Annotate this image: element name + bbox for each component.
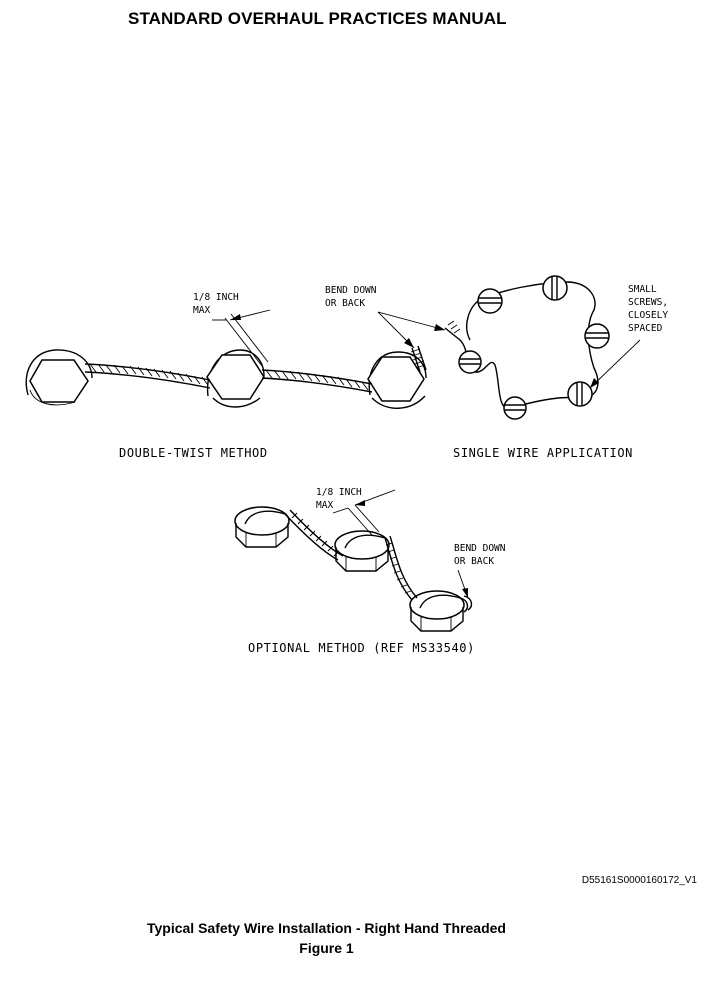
small-screws-leader (589, 339, 641, 389)
sw-note-3: CLOSELY (628, 310, 668, 321)
opt-bend-label-1: BEND DOWN (454, 543, 506, 554)
page-title: STANDARD OVERHAUL PRACTICES MANUAL (128, 9, 507, 28)
screw-head-3 (584, 323, 610, 349)
twisted-wire-1 (84, 363, 211, 389)
figure-number: Figure 1 (299, 940, 354, 956)
optional-bend-leader (457, 569, 469, 599)
optional-twisted-wire (284, 509, 473, 613)
screw-head-2 (542, 275, 568, 301)
dt-dimension-label-1: 1/8 INCH (193, 292, 239, 303)
bolt-head-3 (367, 351, 427, 409)
sw-note-2: SCREWS, (628, 297, 668, 308)
screw-head-4 (567, 381, 593, 407)
pigtail-end (410, 345, 427, 373)
screw-head-5 (503, 396, 527, 420)
opt-bend-label-2: OR BACK (454, 556, 494, 567)
dt-bend-label-1: BEND DOWN (325, 285, 377, 296)
optional-method-label: OPTIONAL METHOD (REF MS33540) (248, 641, 475, 655)
optional-dimension-marker (332, 489, 396, 536)
sw-note-1: SMALL (628, 284, 657, 295)
opt-dimension-label-2: MAX (316, 500, 333, 511)
bolt-head-1 (25, 349, 93, 406)
optional-bolt-3 (409, 590, 465, 632)
optional-method-diagram (234, 489, 473, 632)
twisted-wire-2 (261, 369, 373, 393)
single-wire-method-label: SINGLE WIRE APPLICATION (453, 446, 633, 460)
dt-bend-label-2: OR BACK (325, 298, 365, 309)
bend-down-leader (377, 311, 446, 349)
sw-note-4: SPACED (628, 323, 663, 334)
double-twist-method-label: DOUBLE-TWIST METHOD (119, 446, 268, 460)
figure-caption: Typical Safety Wire Installation - Right… (146, 920, 506, 936)
dimension-marker (212, 309, 271, 367)
dt-dimension-label-2: MAX (193, 305, 210, 316)
opt-dimension-label-1: 1/8 INCH (316, 487, 362, 498)
optional-bolt-1 (234, 506, 290, 548)
optional-bolt-2 (334, 530, 390, 572)
screw-head-1 (477, 288, 503, 314)
bolt-head-2 (206, 349, 265, 408)
single-wire-diagram (444, 275, 641, 420)
double-twist-diagram (25, 309, 446, 409)
screw-head-6 (458, 350, 482, 374)
document-id: D55161S0000160172_V1 (581, 875, 697, 886)
